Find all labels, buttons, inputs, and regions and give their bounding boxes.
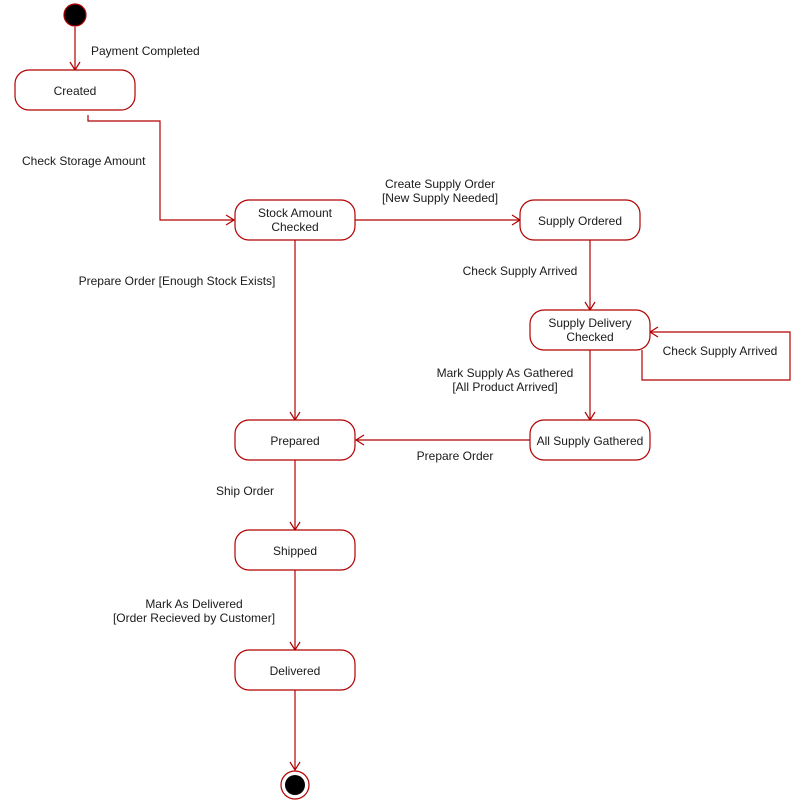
state-supply-delivery-label-line2: Checked [566, 330, 613, 344]
label-ship-order: Ship Order [216, 484, 274, 498]
label-prepare-order-stock: Prepare Order [Enough Stock Exists] [79, 274, 276, 288]
arrowhead-check-storage [225, 214, 236, 226]
arrowhead-prepare-order-supply [354, 434, 365, 446]
edge-check-storage [87, 115, 233, 221]
state-supply-delivery-label-line1: Supply Delivery [548, 316, 631, 330]
label-create-supply-order-line2: [New Supply Needed] [382, 191, 498, 205]
label-mark-supply-gathered-line2: [All Product Arrived] [452, 380, 557, 394]
state-created: Created [14, 69, 136, 111]
label-create-supply-order-line1: Create Supply Order [385, 177, 495, 191]
label-mark-delivered-line1: Mark As Delivered [145, 597, 242, 611]
state-all-supply-label: All Supply Gathered [537, 434, 644, 448]
state-prepared-label: Prepared [270, 434, 319, 448]
label-mark-delivered-line2: [Order Recieved by Customer] [113, 611, 275, 625]
state-supply-ordered-label: Supply Ordered [538, 214, 622, 228]
final-node [280, 770, 310, 800]
label-check-supply-arrived-loop: Check Supply Arrived [663, 344, 778, 358]
label-prepare-order-supply: Prepare Order [417, 449, 494, 463]
arrowhead-to-final [289, 761, 301, 772]
state-shipped-label: Shipped [273, 544, 317, 558]
state-created-label: Created [54, 84, 97, 98]
initial-node [63, 3, 87, 27]
state-supply-delivery-checked: Supply Delivery Checked [529, 309, 651, 351]
label-payment-completed: Payment Completed [91, 44, 200, 58]
label-mark-supply-gathered-line1: Mark Supply As Gathered [437, 366, 574, 380]
state-stock-label-line1: Stock Amount [258, 206, 333, 220]
state-stock-amount-checked: Stock Amount Checked [234, 199, 356, 241]
state-prepared: Prepared [234, 419, 356, 461]
state-supply-ordered: Supply Ordered [519, 199, 641, 241]
state-delivered-label: Delivered [270, 664, 321, 678]
state-all-supply-gathered: All Supply Gathered [529, 419, 651, 461]
state-stock-label-line2: Checked [271, 220, 318, 234]
label-check-storage-amount: Check Storage Amount [22, 154, 146, 168]
edge-check-supply-arrived-loop [641, 331, 791, 381]
label-check-supply-arrived: Check Supply Arrived [463, 264, 578, 278]
state-delivered: Delivered [234, 649, 356, 691]
state-shipped: Shipped [234, 529, 356, 571]
